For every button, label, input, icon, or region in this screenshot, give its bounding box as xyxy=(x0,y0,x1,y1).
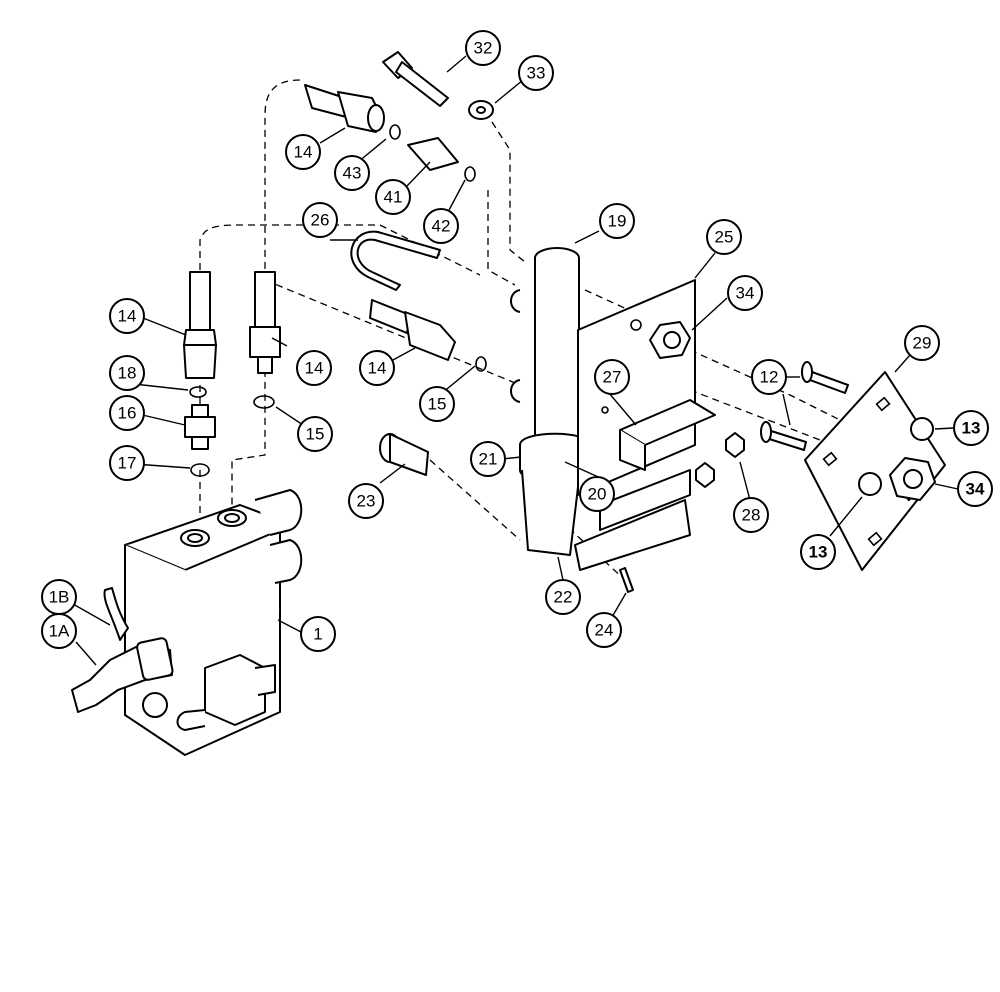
callout-34-upper: 34 xyxy=(727,275,763,311)
bracket-27 xyxy=(574,399,716,571)
hose-end-left xyxy=(183,271,217,379)
svg-text:19: 19 xyxy=(608,212,627,231)
cotter-pin-24 xyxy=(619,567,634,593)
bolt-32 xyxy=(382,51,449,107)
callout-27: 27 xyxy=(594,359,630,395)
callout-42: 42 xyxy=(423,208,459,244)
callout-21: 21 xyxy=(470,441,506,477)
valve-block xyxy=(71,489,303,756)
callout-14-left: 14 xyxy=(109,298,145,334)
svg-text:32: 32 xyxy=(474,39,493,58)
callouts: 32 33 14 43 41 42 19 25 34 29 26 14 14 1… xyxy=(41,30,993,652)
callout-15-left: 15 xyxy=(297,416,333,452)
callout-12: 12 xyxy=(751,359,787,395)
washer-33 xyxy=(468,100,494,120)
svg-text:25: 25 xyxy=(715,228,734,247)
callout-43: 43 xyxy=(334,155,370,191)
leader-lines xyxy=(72,55,959,666)
svg-text:1: 1 xyxy=(313,625,322,644)
callout-1A: 1A xyxy=(41,613,77,649)
svg-text:28: 28 xyxy=(742,506,761,525)
svg-text:29: 29 xyxy=(913,334,932,353)
svg-text:23: 23 xyxy=(357,492,376,511)
callout-26: 26 xyxy=(302,202,338,238)
callout-14-upper: 14 xyxy=(285,134,321,170)
callout-25: 25 xyxy=(706,219,742,255)
svg-text:14: 14 xyxy=(368,359,387,378)
svg-text:34: 34 xyxy=(966,480,985,499)
svg-text:26: 26 xyxy=(311,211,330,230)
callout-16: 16 xyxy=(109,395,145,431)
svg-text:13: 13 xyxy=(962,419,981,438)
o-rings xyxy=(189,124,487,477)
callout-1: 1 xyxy=(300,616,336,652)
svg-text:1B: 1B xyxy=(49,588,70,607)
callout-33: 33 xyxy=(518,55,554,91)
callout-19: 19 xyxy=(599,203,635,239)
hose-end-lower xyxy=(369,299,456,361)
svg-text:18: 18 xyxy=(118,364,137,383)
fitting-16 xyxy=(184,404,216,450)
fitting-41 xyxy=(407,137,459,171)
callout-14-center: 14 xyxy=(296,350,332,386)
callout-23: 23 xyxy=(348,483,384,519)
nut-34-upper xyxy=(649,321,691,359)
u-bolt xyxy=(350,230,441,291)
callout-34-lower: 34 xyxy=(957,471,993,507)
bolts-12 xyxy=(760,361,849,451)
svg-text:17: 17 xyxy=(118,454,137,473)
callout-13-lower: 13 xyxy=(800,534,836,570)
svg-text:43: 43 xyxy=(343,164,362,183)
hose-end-upper xyxy=(304,84,385,133)
callout-28: 28 xyxy=(733,497,769,533)
svg-text:27: 27 xyxy=(603,368,622,387)
hose-end-center xyxy=(249,271,281,374)
callout-41: 41 xyxy=(375,179,411,215)
svg-text:22: 22 xyxy=(554,588,573,607)
svg-text:15: 15 xyxy=(306,425,325,444)
pin-23 xyxy=(379,433,429,476)
svg-text:14: 14 xyxy=(305,359,324,378)
callout-24: 24 xyxy=(586,612,622,648)
nuts-13 xyxy=(858,417,934,496)
nuts-28 xyxy=(695,432,745,488)
svg-text:34: 34 xyxy=(736,284,755,303)
svg-text:41: 41 xyxy=(384,188,403,207)
callout-20: 20 xyxy=(579,476,615,512)
svg-text:24: 24 xyxy=(595,621,614,640)
svg-text:12: 12 xyxy=(760,368,779,387)
svg-text:13: 13 xyxy=(809,543,828,562)
svg-text:20: 20 xyxy=(588,485,607,504)
callout-17: 17 xyxy=(109,445,145,481)
callout-13-right: 13 xyxy=(953,410,989,446)
callout-29: 29 xyxy=(904,325,940,361)
nut-34-lower xyxy=(889,457,936,501)
svg-text:14: 14 xyxy=(118,307,137,326)
callout-14-lower: 14 xyxy=(359,350,395,386)
svg-text:15: 15 xyxy=(428,395,447,414)
callout-18: 18 xyxy=(109,355,145,391)
svg-text:21: 21 xyxy=(479,450,498,469)
svg-text:1A: 1A xyxy=(49,622,70,641)
callout-1B: 1B xyxy=(41,579,77,615)
svg-text:16: 16 xyxy=(118,404,137,423)
callout-32: 32 xyxy=(465,30,501,66)
svg-text:33: 33 xyxy=(527,64,546,83)
callout-15-right: 15 xyxy=(419,386,455,422)
svg-text:14: 14 xyxy=(294,143,313,162)
callout-22: 22 xyxy=(545,579,581,615)
svg-text:42: 42 xyxy=(432,217,451,236)
